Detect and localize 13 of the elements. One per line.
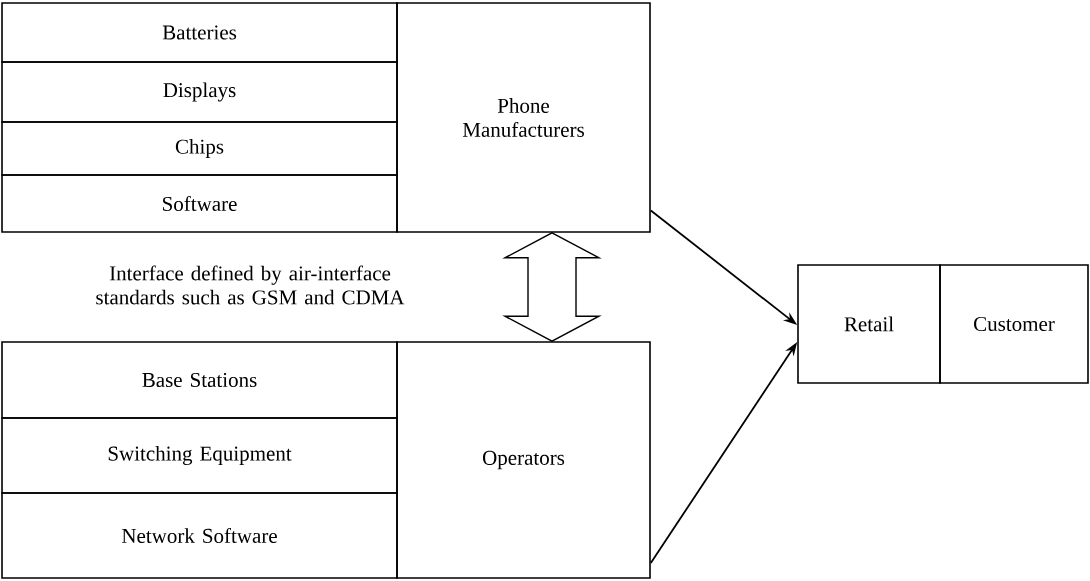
note-text: Interface defined by air-interface standards such as GSM and CDMA — [96, 265, 405, 305]
component-box: Switching Equipment — [1, 417, 398, 494]
company-box: Operators — [396, 341, 651, 579]
component-box: Software — [1, 174, 398, 233]
customer-box: Customer — [939, 264, 1089, 384]
component-box: Batteries — [1, 2, 398, 63]
component-box: Displays — [1, 61, 398, 123]
component-box: Network Software — [1, 492, 398, 579]
company-box: Phone Manufacturers — [396, 2, 651, 233]
component-box: Base Stations — [1, 341, 398, 419]
double-arrow — [502, 232, 602, 342]
component-box: Chips — [1, 121, 398, 176]
retail-box: Retail — [797, 264, 941, 384]
